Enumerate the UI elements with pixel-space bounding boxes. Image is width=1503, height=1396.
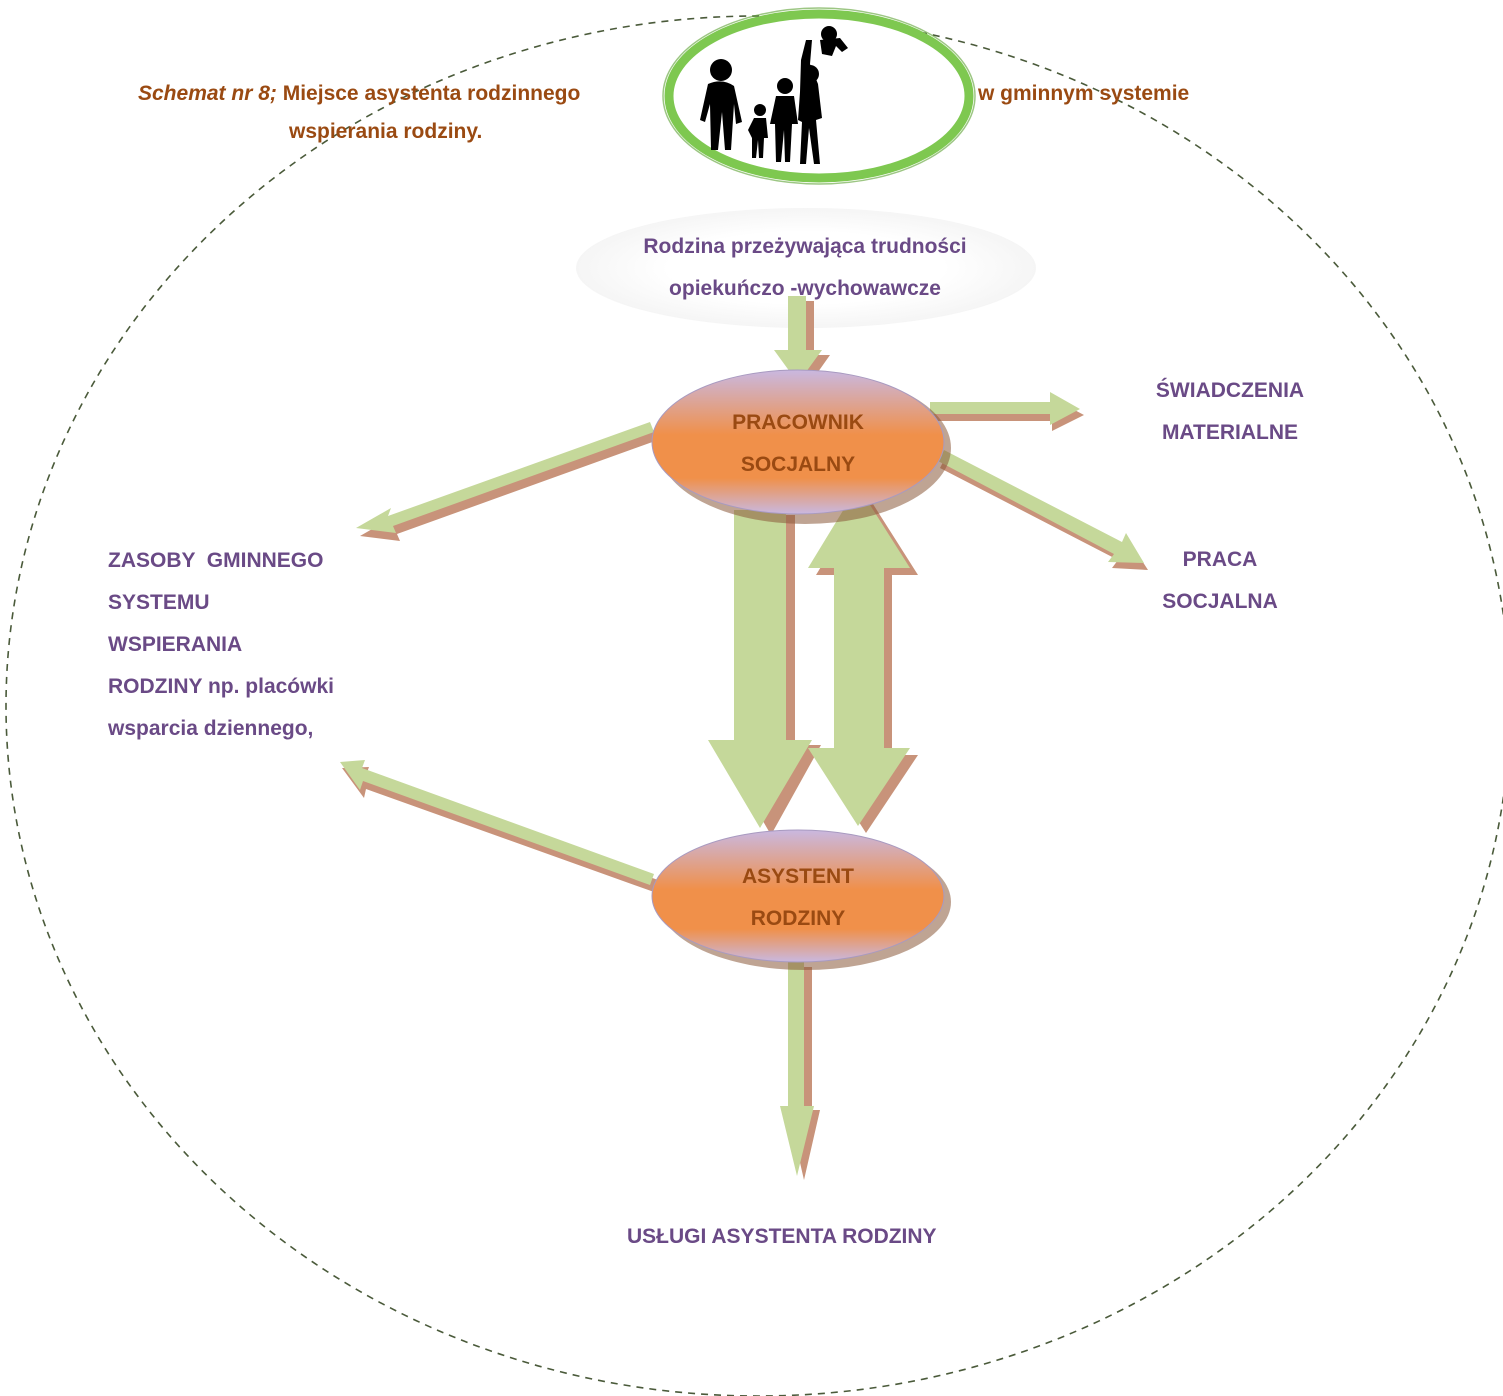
family-label-line-2: opiekuńczo -wychowawcze: [669, 277, 941, 300]
resources-line-4: RODZINY np. placówki: [108, 675, 334, 698]
resources-label: ZASOBY GMINNEGO SYSTEMU WSPIERANIA RODZI…: [108, 540, 334, 750]
family-assistant-label-line-2: RODZINY: [750, 907, 846, 930]
social-worker-label: PRACOWNIK SOCJALNY: [698, 402, 898, 486]
title-part-after-image: w gminnym systemie: [978, 82, 1190, 105]
social-work-label: PRACA SOCJALNA: [1120, 539, 1320, 623]
arrow-worker-to-benefits: [930, 392, 1084, 431]
social-worker-label-line-2: SOCJALNY: [740, 453, 856, 476]
title-part-before-image: Miejsce asystenta rodzinnego: [282, 82, 581, 105]
arrows: [340, 296, 1148, 1180]
social-work-line-2: SOCJALNA: [1162, 590, 1278, 613]
resources-line-1: ZASOBY GMINNEGO: [108, 549, 324, 572]
arrow-family-to-worker: [774, 296, 830, 389]
material-benefits-label: ŚWIADCZENIA MATERIALNE: [1110, 370, 1350, 454]
arrow-worker-to-socialwork: [938, 450, 1148, 570]
family-label-line-1: Rodzina przeżywająca trudności: [643, 235, 967, 258]
family-assistant-label-line-1: ASYSTENT: [741, 865, 854, 888]
arrow-worker-to-assistant: [708, 510, 821, 835]
material-benefits-line-2: MATERIALNE: [1161, 421, 1299, 444]
title-line-1-left: Schemat nr 8; Miejsce asystenta rodzinne…: [138, 82, 580, 106]
social-work-line-1: PRACA: [1182, 548, 1258, 571]
schema-number: Schemat nr 8;: [138, 82, 277, 105]
family-label-glow: [576, 208, 1036, 328]
material-benefits-line-1: ŚWIADCZENIA: [1155, 379, 1305, 402]
family-assistant-node: [651, 829, 945, 963]
family-silhouette-icon: [662, 7, 976, 185]
arrow-assistant-to-worker: [808, 486, 918, 833]
arrow-assistant-to-services: [780, 962, 820, 1180]
family-assistant-label: ASYSTENT RODZINY: [698, 856, 898, 940]
social-worker-label-line-1: PRACOWNIK: [732, 411, 864, 434]
resources-line-5: wsparcia dziennego,: [108, 717, 314, 740]
arrow-worker-to-resources: [356, 422, 658, 541]
arrow-assistant-to-resources: [340, 760, 658, 892]
resources-line-2: SYSTEMU: [108, 591, 210, 614]
services-label: USŁUGI ASYSTENTA RODZINY: [627, 1225, 937, 1248]
system-boundary: [5, 15, 1503, 1396]
family-label: Rodzina przeżywająca trudności opiekuńcz…: [590, 226, 1020, 310]
social-worker-node: [651, 369, 945, 515]
resources-line-3: WSPIERANIA: [108, 633, 243, 656]
title-line-2: wspierania rodziny.: [289, 120, 483, 143]
